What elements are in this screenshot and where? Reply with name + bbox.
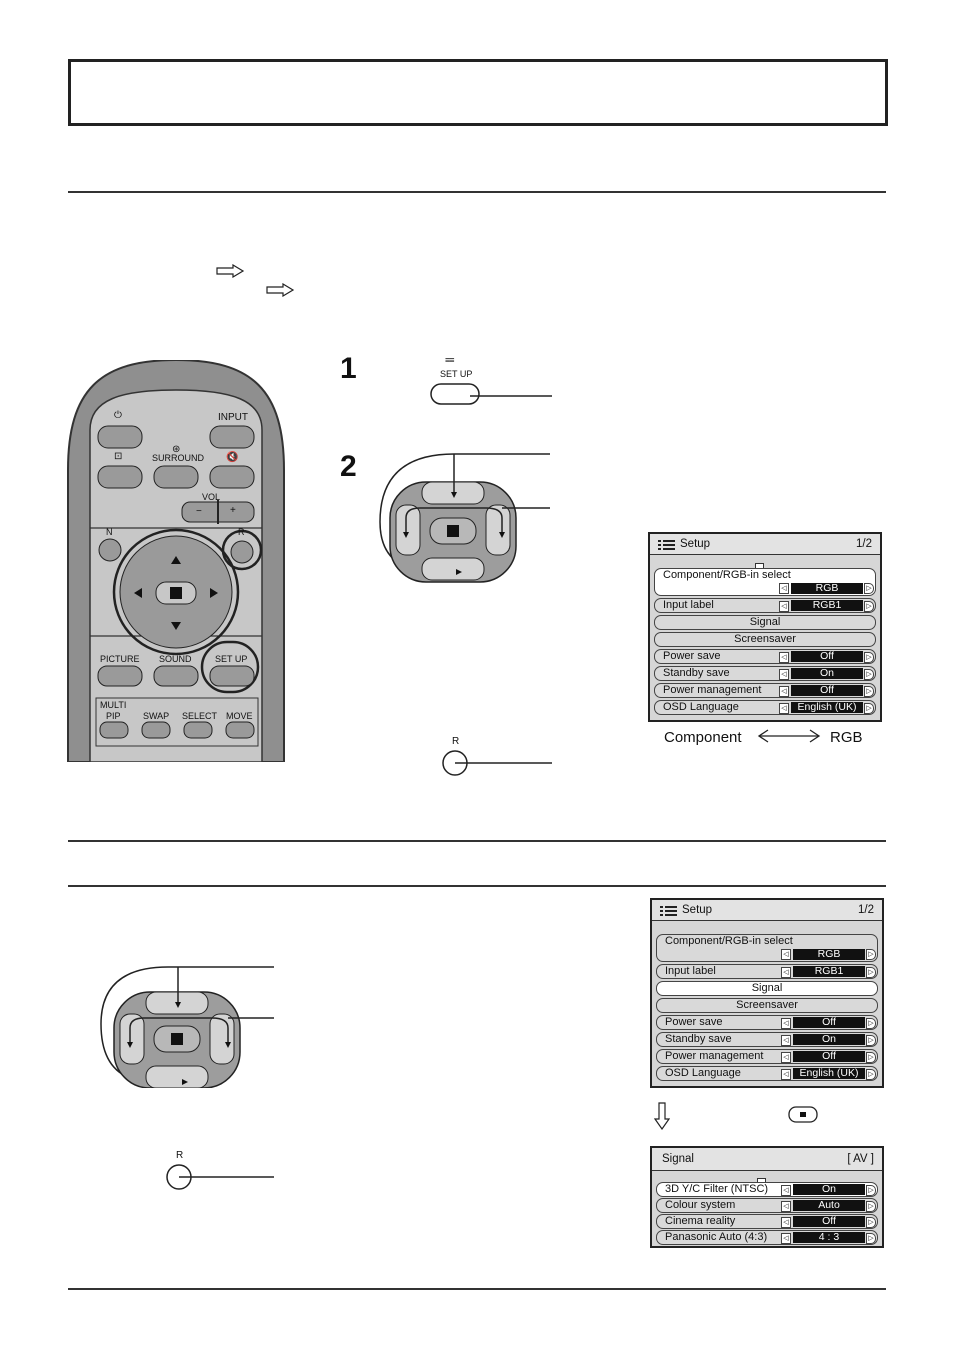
remote-swap-label: SWAP xyxy=(143,711,170,721)
section-rule-middle xyxy=(68,840,886,842)
setup-menu-1: Setup 1/2 Component/RGB-in select ◁RGB▷ … xyxy=(648,532,882,722)
section-rule-bottom xyxy=(68,1288,886,1290)
menu-row-screensaver[interactable]: Screensaver xyxy=(654,632,876,647)
step2-dpad[interactable] xyxy=(376,450,556,585)
step2-number: 2 xyxy=(340,450,357,483)
remote-surround-label: SURROUND xyxy=(152,453,205,463)
double-arrow-icon xyxy=(757,729,821,743)
remote-vol-label: VOL xyxy=(202,492,221,502)
page-indicator xyxy=(757,1175,777,1196)
signal-menu: Signal [ AV ] 3D Y/C Filter (NTSC) ◁On▷ … xyxy=(650,1146,884,1248)
menu-page: 1/2 xyxy=(858,904,874,916)
menu-row-signal-selected[interactable]: Signal xyxy=(656,981,878,996)
section-rule-second xyxy=(68,885,886,887)
menu-title: Signal xyxy=(662,1153,694,1165)
menu-row-input-label[interactable]: Input label ◁RGB1▷ xyxy=(654,598,876,613)
menu-title: Setup xyxy=(680,538,711,550)
page-indicator xyxy=(755,560,775,581)
step1-number: 1 xyxy=(340,352,357,385)
remote-r-label: R xyxy=(238,527,245,537)
menu-row-colour-system[interactable]: Colour system ◁Auto▷ xyxy=(656,1198,878,1213)
menu-header: Signal [ AV ] xyxy=(652,1148,882,1171)
section2-dpad[interactable] xyxy=(98,964,276,1088)
menu-header: Setup 1/2 xyxy=(652,900,882,921)
menu-row-osd-language[interactable]: OSD Language ◁English (UK)▷ xyxy=(656,1066,878,1081)
menu-row-panasonic-auto[interactable]: Panasonic Auto (4:3) ◁4 : 3▷ xyxy=(656,1230,878,1245)
menu-badge: [ AV ] xyxy=(847,1153,874,1165)
outline-arrow-icon xyxy=(266,283,295,297)
toggle-left-label: Component xyxy=(664,729,742,746)
menu-row-cinema-reality[interactable]: Cinema reality ◁Off▷ xyxy=(656,1214,878,1229)
menu-row-standby-save[interactable]: Standby save ◁On▷ xyxy=(656,1032,878,1047)
menu-row-standby-save[interactable]: Standby save ◁On▷ xyxy=(654,666,876,681)
step-r-button[interactable] xyxy=(440,748,554,778)
remote-move-label: MOVE xyxy=(226,711,253,721)
step1-setup-label: SET UP xyxy=(440,369,473,379)
menu-page: 1/2 xyxy=(856,538,872,550)
remote-picture-label: PICTURE xyxy=(100,654,140,664)
menu-icon xyxy=(660,906,677,916)
power-icon: ⏻ xyxy=(114,410,122,421)
setup-menu-2: Setup 1/2 Component/RGB-in select ◁RGB▷ … xyxy=(650,898,884,1088)
down-arrow-icon xyxy=(654,1102,670,1130)
step-r-label: R xyxy=(452,736,460,747)
section2-r-label: R xyxy=(176,1150,184,1161)
remote-multi-label: MULTI xyxy=(100,700,127,710)
toggle-right-label: RGB xyxy=(830,729,863,746)
section-rule-top xyxy=(68,191,886,193)
remote-plus-label: + xyxy=(230,505,236,516)
action-button-icon xyxy=(788,1106,818,1123)
remote-pip-label: PIP xyxy=(106,711,121,721)
menu-icon: ≡≡ xyxy=(445,355,454,365)
menu-title: Setup xyxy=(682,904,713,916)
menu-header: Setup 1/2 xyxy=(650,534,880,555)
menu-row-screensaver[interactable]: Screensaver xyxy=(656,998,878,1013)
menu-row-power-save[interactable]: Power save ◁Off▷ xyxy=(656,1015,878,1030)
remote-select-label: SELECT xyxy=(182,711,218,721)
remote-input-label: INPUT xyxy=(218,412,248,423)
outline-arrow-icon xyxy=(216,264,245,278)
section2-r-button[interactable] xyxy=(164,1162,276,1192)
step1-setup-button[interactable] xyxy=(430,380,554,410)
remote-n-label: N xyxy=(106,527,113,537)
surround-icon: ⊛ xyxy=(172,444,181,455)
remote-sound-label: SOUND xyxy=(159,654,192,664)
menu-row-component-rgb[interactable]: Component/RGB-in select ◁RGB▷ xyxy=(654,568,876,596)
remote-minus-label: − xyxy=(196,506,202,517)
menu-row-power-management[interactable]: Power management ◁Off▷ xyxy=(656,1049,878,1064)
remote-control: ⏻ INPUT ⊡ ⊛ SURROUND 🔇 VOL − + N R PICTU… xyxy=(60,360,292,762)
menu-icon xyxy=(658,540,675,550)
remote-setup-label: SET UP xyxy=(215,654,248,664)
menu-row-osd-language[interactable]: OSD Language ◁English (UK)▷ xyxy=(654,700,876,715)
menu-row-power-save[interactable]: Power save ◁Off▷ xyxy=(654,649,876,664)
menu-row-component-rgb[interactable]: Component/RGB-in select ◁RGB▷ xyxy=(656,934,878,962)
menu-row-power-management[interactable]: Power management ◁Off▷ xyxy=(654,683,876,698)
page-title-box xyxy=(68,59,888,126)
menu-row-input-label[interactable]: Input label ◁RGB1▷ xyxy=(656,964,878,979)
mute-icon: 🔇 xyxy=(226,452,239,463)
menu-row-signal[interactable]: Signal xyxy=(654,615,876,630)
tv-icon: ⊡ xyxy=(114,451,123,462)
menu-row-3d-yc-filter[interactable]: 3D Y/C Filter (NTSC) ◁On▷ xyxy=(656,1182,878,1197)
